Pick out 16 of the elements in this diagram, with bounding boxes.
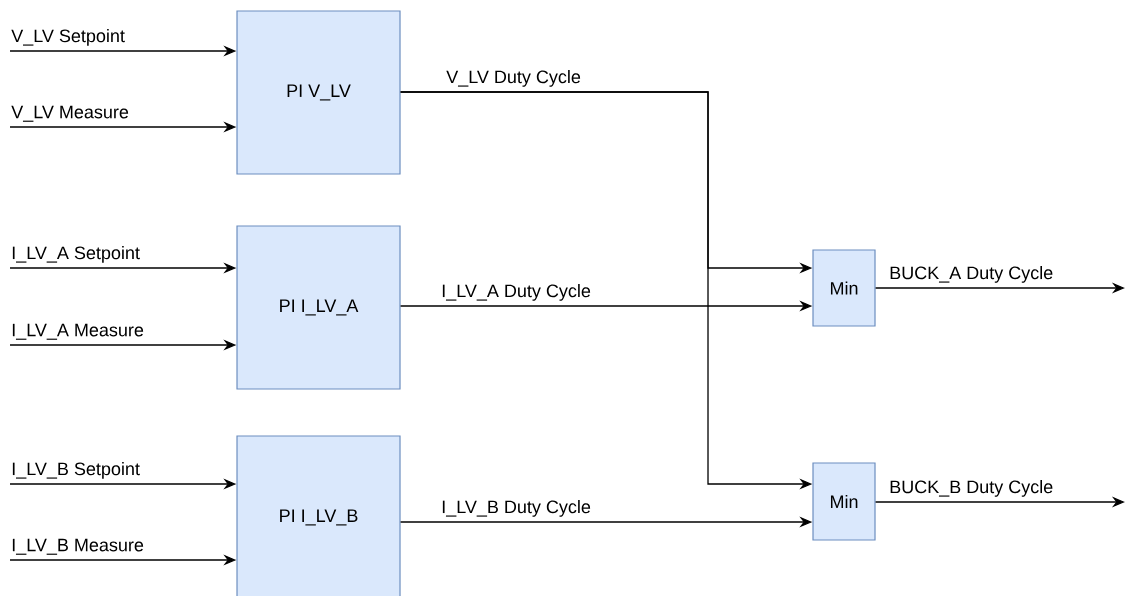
edge-label: V_LV Measure — [10, 104, 130, 123]
edge-label: I_LV_A Measure — [10, 322, 145, 341]
edge-label: BUCK_A Duty Cycle — [888, 265, 1055, 284]
edge-label: V_LV Duty Cycle — [445, 69, 582, 88]
edge-label: I_LV_B Measure — [10, 537, 145, 556]
edge-label: I_LV_B Setpoint — [10, 461, 141, 480]
process-block: PI V_LV — [236, 10, 401, 175]
edge-label: I_LV_A Setpoint — [10, 245, 141, 264]
edge-label: I_LV_A Duty Cycle — [440, 283, 592, 302]
min-block: Min — [812, 462, 876, 541]
edge-label: BUCK_B Duty Cycle — [888, 479, 1055, 498]
process-block: PI I_LV_A — [236, 225, 401, 390]
min-block: Min — [812, 249, 876, 327]
edge-label: I_LV_B Duty Cycle — [440, 499, 592, 518]
edge-label: V_LV Setpoint — [10, 28, 126, 47]
process-block: PI I_LV_B — [236, 435, 401, 596]
